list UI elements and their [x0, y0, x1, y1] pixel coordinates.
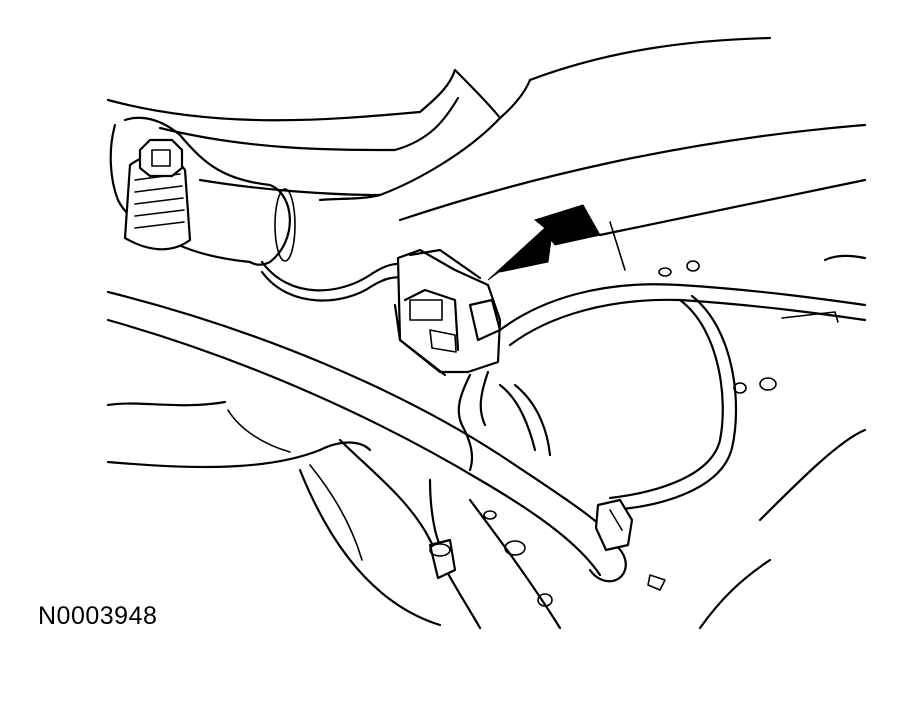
lower-component: [106, 400, 562, 630]
hose-with-clamp: [109, 116, 296, 266]
body-panel-right: [698, 254, 867, 630]
figure-id-label: N0003948: [38, 602, 158, 630]
wiring-harness-loop: [498, 283, 867, 512]
bracket: [594, 498, 666, 591]
harness-wire-down: [428, 370, 552, 580]
harness-wire-left: [260, 260, 410, 302]
electrical-connector: [393, 248, 502, 377]
mounting-holes: [483, 260, 777, 607]
body-panel-outline: [106, 36, 867, 271]
pointer-arrow: [487, 204, 601, 281]
main-crossmember-tube: [106, 290, 627, 583]
